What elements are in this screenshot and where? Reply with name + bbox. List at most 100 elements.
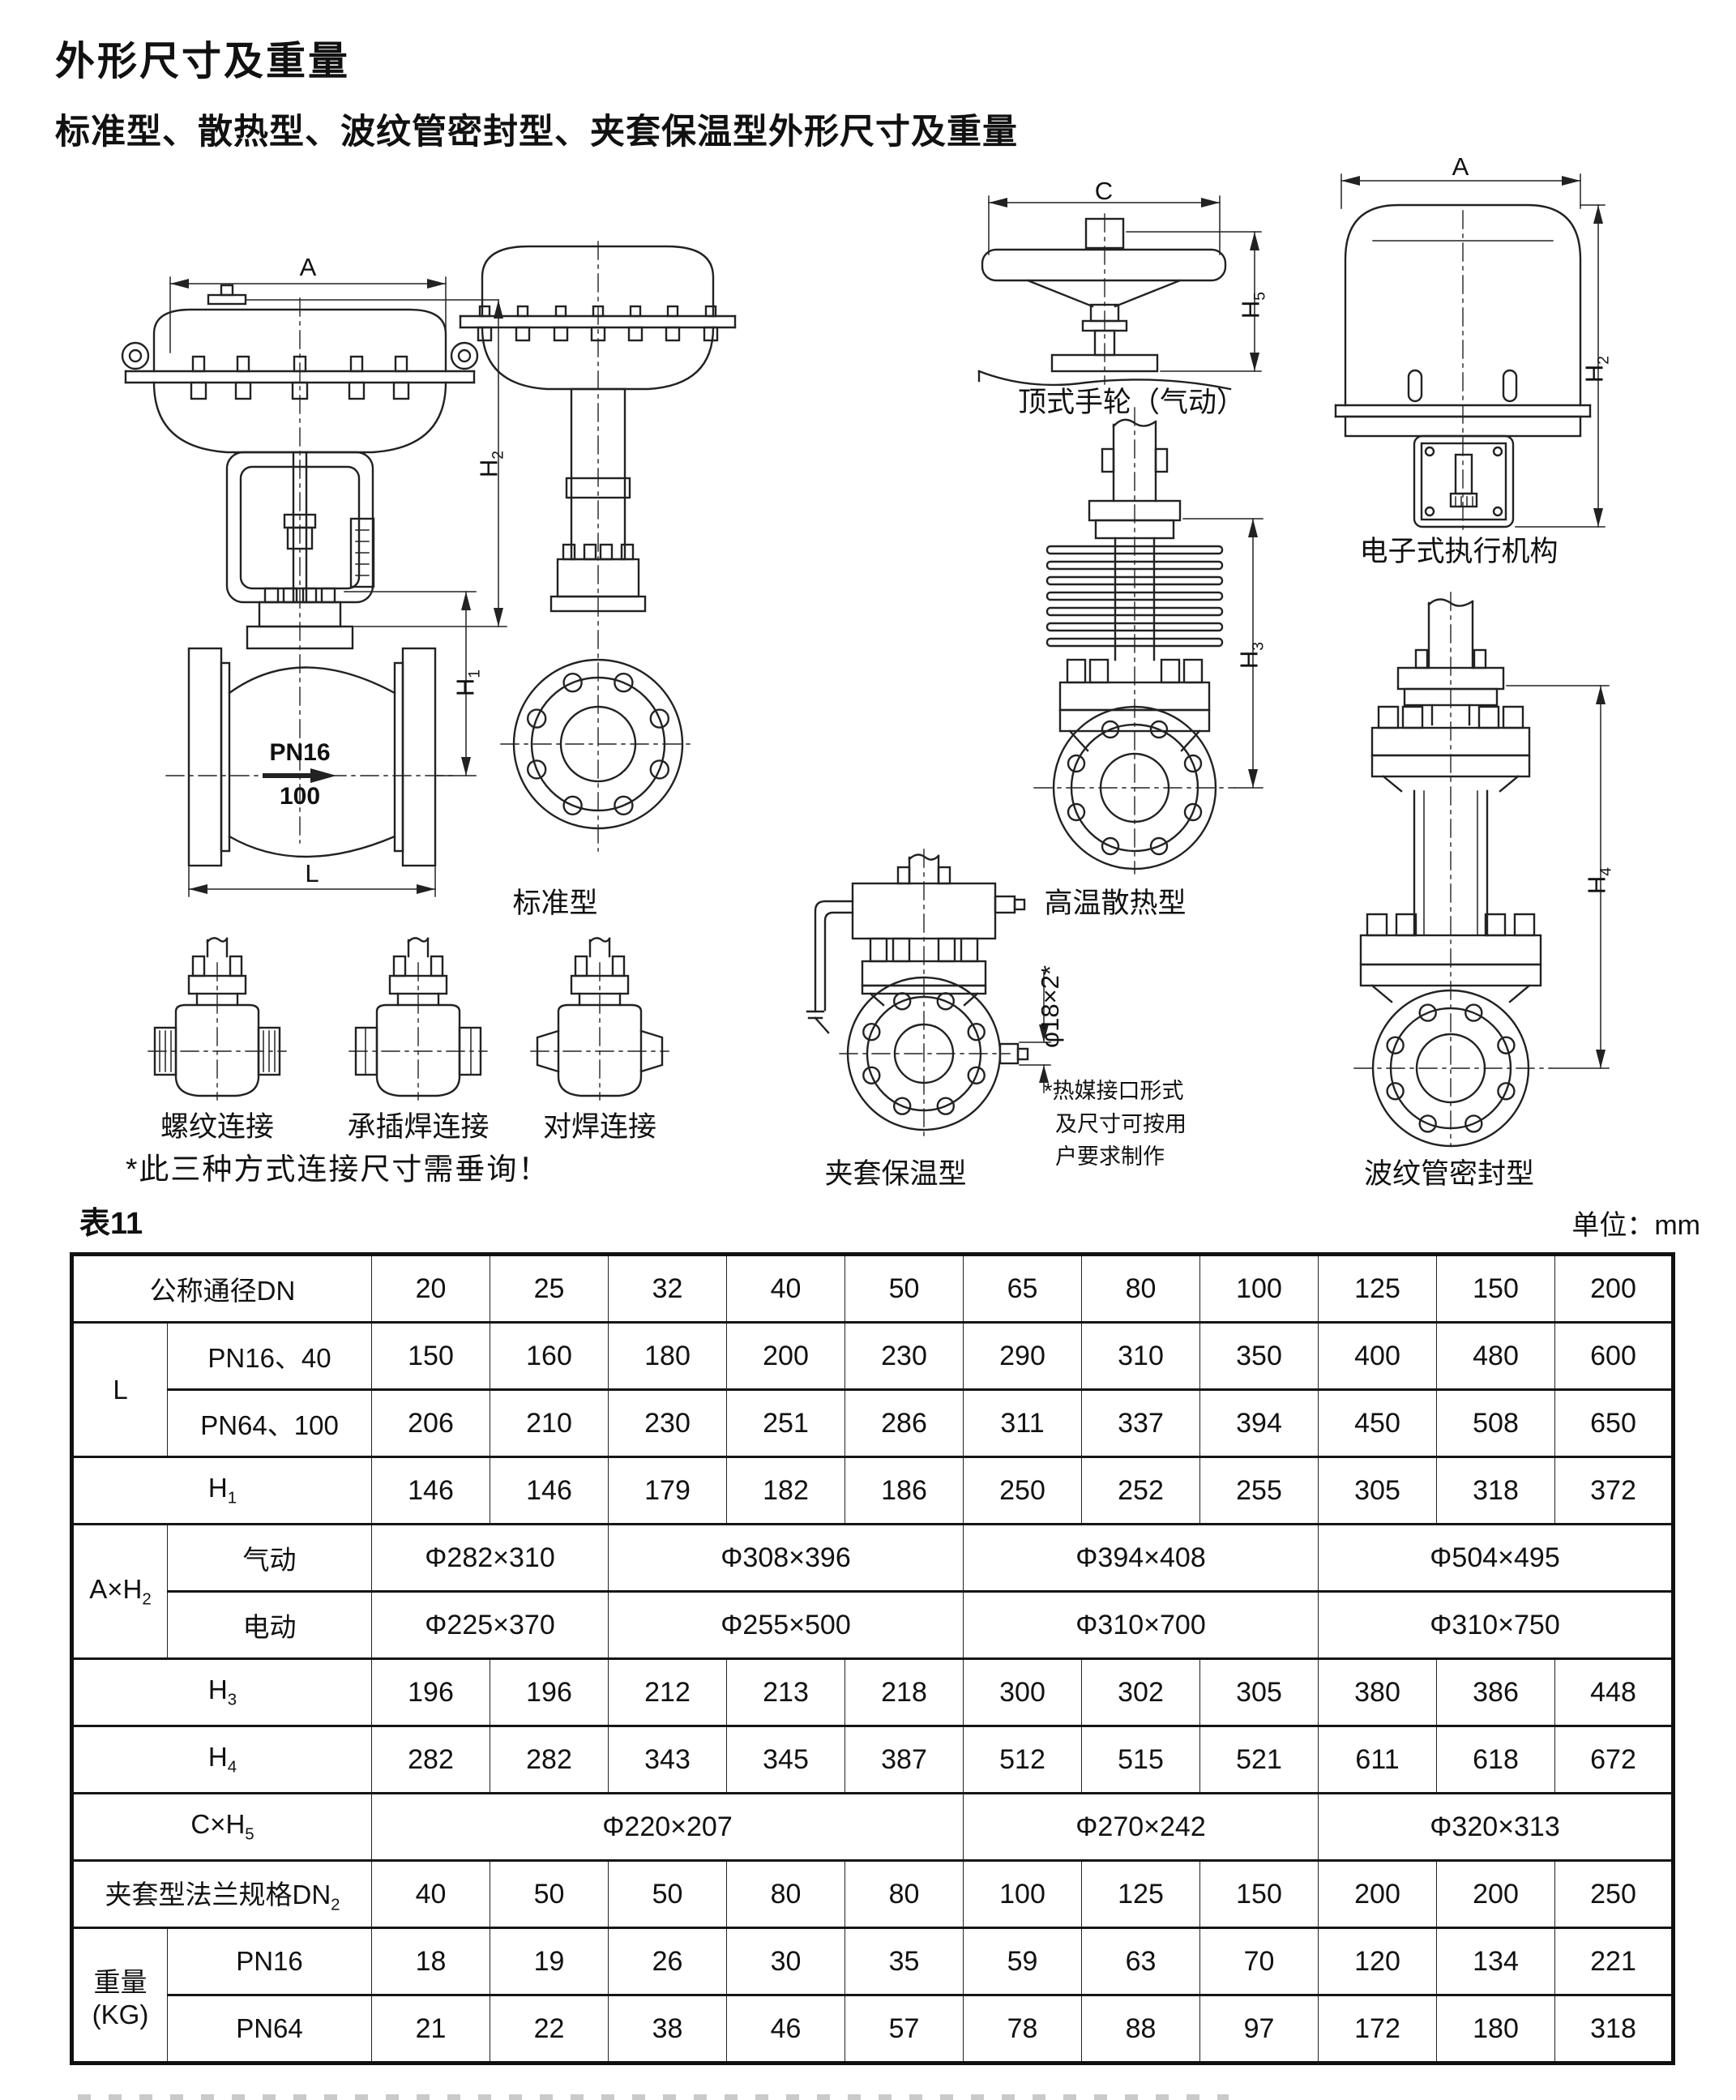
- row-header-cxh5: C×H5: [71, 1792, 373, 1862]
- table-cell: 22: [490, 1994, 609, 2064]
- table-cell: 305: [1318, 1456, 1438, 1525]
- unit-label: 单位：mm: [1571, 1210, 1700, 1241]
- table-cell: 282: [490, 1725, 609, 1794]
- dim-label-h4: H4: [1582, 867, 1615, 895]
- table-cell: 40: [371, 1859, 491, 1929]
- figure-caption-butt: 对焊连接: [542, 1111, 657, 1143]
- row-header-pneumatic: 气动: [166, 1523, 373, 1593]
- row-header-weight-pn64: PN64: [166, 1994, 373, 2064]
- table-cell: 50: [608, 1859, 728, 1929]
- table-cell-merged: Φ308×396: [608, 1523, 964, 1593]
- table-cell: 63: [1081, 1927, 1201, 1996]
- table-cell: 97: [1199, 1994, 1319, 2064]
- table-cell-merged: Φ310×700: [963, 1590, 1319, 1660]
- table-cell: 65: [963, 1253, 1083, 1324]
- table-cell: 172: [1318, 1994, 1438, 2064]
- table-cell: 160: [490, 1321, 609, 1391]
- table-cell: 120: [1318, 1927, 1438, 1996]
- table-cell: 300: [963, 1657, 1083, 1727]
- table-cell: 221: [1554, 1927, 1674, 1996]
- row-group-l: L: [71, 1321, 168, 1458]
- jacket-note-line: *热媒接口形式: [1044, 1079, 1184, 1103]
- table-cell: 70: [1199, 1927, 1319, 1996]
- table-cell: 282: [371, 1725, 491, 1794]
- table-cell: 78: [963, 1994, 1083, 2064]
- table-cell: 182: [726, 1456, 846, 1525]
- dim-label-phi: φ18×2*: [1036, 965, 1064, 1048]
- table-cell: 250: [1554, 1859, 1674, 1929]
- table-cell: 213: [726, 1657, 846, 1727]
- row-header-jacket-dn: 夹套型法兰规格DN2: [71, 1859, 373, 1929]
- table-cell-merged: Φ394×408: [963, 1523, 1319, 1593]
- table-cell: 343: [608, 1725, 728, 1794]
- table-cell: 286: [844, 1388, 964, 1458]
- figure-caption-standard: 标准型: [512, 887, 598, 919]
- table-cell: 380: [1318, 1657, 1438, 1727]
- table-cell: 57: [844, 1994, 964, 2064]
- table-cell: 218: [844, 1657, 964, 1727]
- figure-caption-heat: 高温散热型: [1044, 887, 1187, 919]
- table-cell: 50: [490, 1859, 609, 1929]
- table-cell: 508: [1436, 1388, 1556, 1458]
- jacket-note-line: 户要求制作: [1055, 1144, 1165, 1169]
- table-cell: 46: [726, 1994, 846, 2064]
- table-cell: 206: [371, 1388, 491, 1458]
- dim-label-h2-electronic: H2: [1580, 356, 1613, 383]
- table-cell: 80: [844, 1859, 964, 1929]
- row-header-h4: H4: [71, 1725, 373, 1794]
- figure-caption-bellows: 波纹管密封型: [1363, 1158, 1535, 1190]
- table-cell: 19: [490, 1927, 609, 1996]
- table-cell: 521: [1199, 1725, 1319, 1794]
- table-cell-merged: Φ282×310: [371, 1523, 609, 1593]
- dim-label-c: C: [1094, 177, 1114, 205]
- butt-weld-connection-drawing: [530, 937, 669, 1101]
- figure-caption-thread: 螺纹连接: [160, 1111, 275, 1143]
- row-header-l-pn16: PN16、40: [166, 1321, 373, 1391]
- table-cell: 179: [608, 1456, 728, 1525]
- table-cell: 386: [1436, 1657, 1556, 1727]
- table-cell: 337: [1081, 1388, 1201, 1458]
- threaded-connection-drawing: [148, 937, 287, 1101]
- table-cell: 512: [963, 1725, 1083, 1794]
- jacket-note-line: 及尺寸可按用: [1055, 1111, 1187, 1136]
- table-cell: 200: [1318, 1859, 1438, 1929]
- table-cell: 125: [1081, 1859, 1201, 1929]
- table-cell: 21: [371, 1994, 491, 2064]
- table-cell: 345: [726, 1725, 846, 1794]
- row-header-h3: H3: [71, 1657, 373, 1727]
- row-group-axh2: A×H2: [71, 1523, 168, 1660]
- table-cell: 146: [371, 1456, 491, 1525]
- table-cell: 302: [1081, 1657, 1201, 1727]
- electronic-actuator-drawing: [1334, 173, 1606, 532]
- figure-caption-socket: 承插焊连接: [347, 1111, 490, 1143]
- table-cell-merged: Φ255×500: [608, 1590, 964, 1660]
- table-cell: 450: [1318, 1388, 1438, 1458]
- heat-dissipation-valve-drawing: [1033, 407, 1264, 875]
- table-cell: 40: [726, 1253, 846, 1324]
- table-cell: 305: [1199, 1657, 1319, 1727]
- dim-label-h3: H3: [1234, 642, 1268, 669]
- table-cell: 650: [1554, 1388, 1674, 1458]
- table-cell: 80: [726, 1859, 846, 1929]
- table-number-label: 表11: [79, 1207, 143, 1241]
- table-cell-merged: Φ220×207: [371, 1792, 964, 1862]
- table-cell: 20: [371, 1253, 491, 1324]
- table-cell: 26: [608, 1927, 728, 1996]
- jacket-note: *热媒接口形式 及尺寸可按用 户要求制作: [1044, 1075, 1187, 1174]
- table-cell: 448: [1554, 1657, 1674, 1727]
- table-cell: 59: [963, 1927, 1083, 1996]
- table-cell: 196: [490, 1657, 609, 1727]
- table-cell: 618: [1436, 1725, 1556, 1794]
- table-cell: 180: [608, 1321, 728, 1391]
- table-cell: 200: [1554, 1253, 1674, 1324]
- table-cell: 200: [1436, 1859, 1556, 1929]
- page-subtitle: 标准型、散热型、波纹管密封型、夹套保温型外形尺寸及重量: [55, 113, 1018, 152]
- table-cell: 600: [1554, 1321, 1674, 1391]
